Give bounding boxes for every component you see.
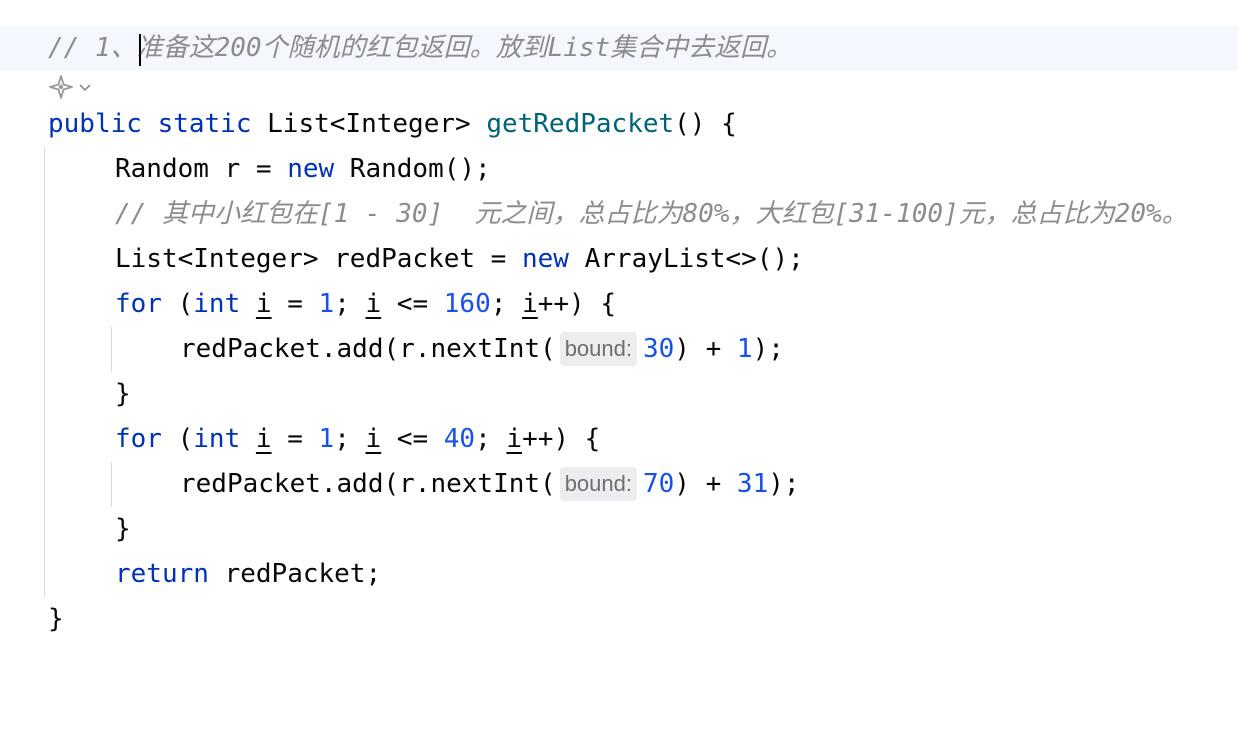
add-statement: redPacket.add(r.nextInt(bound:30) + 1); — [180, 327, 784, 372]
number-literal: 1 — [736, 334, 753, 364]
number-literal: 1 — [318, 424, 335, 454]
semicolon: ; — [334, 289, 366, 319]
loop-variable: i — [255, 424, 272, 454]
return-keyword: return — [115, 559, 209, 589]
closing-brace: } — [115, 379, 131, 409]
semicolon: ; — [475, 424, 507, 454]
loop-variable: i — [255, 289, 272, 319]
int-keyword: int — [193, 424, 241, 454]
for-loop-header: for (int i = 1; i <= 40; i++) { — [115, 417, 600, 462]
code-line-add-2[interactable]: redPacket.add(r.nextInt(bound:70) + 31); — [0, 462, 1238, 507]
random-type: Random r = — [115, 154, 288, 184]
loop-variable: i — [365, 289, 382, 319]
increment: ++) { — [522, 424, 601, 454]
indent-guide — [44, 147, 45, 597]
paren-open: ( — [161, 424, 194, 454]
statement-end: ); — [768, 469, 800, 499]
code-line-list-decl[interactable]: List<Integer> redPacket = new ArrayList<… — [0, 237, 1238, 282]
number-literal: 30 — [642, 334, 675, 364]
return-type: List<Integer> — [267, 109, 487, 139]
closing-brace: } — [115, 514, 131, 544]
code-line-random-decl[interactable]: Random r = new Random(); — [0, 147, 1238, 192]
semicolon: ; — [490, 289, 523, 319]
method-signature: public static List<Integer> getRedPacket… — [48, 102, 737, 147]
indent-guide — [111, 327, 112, 372]
statement-end: ); — [752, 334, 784, 364]
number-literal: 40 — [443, 424, 476, 454]
chevron-down-icon[interactable] — [78, 80, 92, 94]
add-call: redPacket.add(r.nextInt( — [180, 334, 556, 364]
for-keyword: for — [115, 424, 162, 454]
increment: ++) { — [537, 289, 616, 319]
ai-sparkle-icon — [49, 75, 73, 99]
list-type: List<Integer> redPacket = — [115, 244, 522, 274]
code-line-for-1[interactable]: for (int i = 1; i <= 160; i++) { — [0, 282, 1238, 327]
code-vision-widget[interactable] — [48, 72, 92, 102]
closing-brace: } — [48, 604, 64, 634]
number-literal: 1 — [318, 289, 335, 319]
code-line-close-for-2[interactable]: } — [0, 507, 1238, 552]
number-literal: 70 — [642, 469, 675, 499]
code-line-comment-2[interactable]: // 其中小红包在[1 - 30] 元之间，总占比为80%，大红包[31-100… — [0, 192, 1238, 237]
plus-op: ) + — [674, 334, 737, 364]
paren-open: ( — [161, 289, 194, 319]
indent-guide — [111, 462, 112, 507]
parameter-hint: bound: — [559, 467, 637, 501]
for-keyword: for — [115, 289, 162, 319]
code-line-signature[interactable]: public static List<Integer> getRedPacket… — [0, 102, 1238, 147]
return-value: redPacket; — [208, 559, 382, 589]
arraylist-ctor: ArrayList<>(); — [568, 244, 804, 274]
code-line-for-2[interactable]: for (int i = 1; i <= 40; i++) { — [0, 417, 1238, 462]
int-keyword: int — [193, 289, 241, 319]
loop-variable: i — [522, 289, 538, 319]
semicolon: ; — [334, 424, 366, 454]
method-name: getRedPacket — [486, 109, 675, 139]
for-loop-header: for (int i = 1; i <= 160; i++) { — [115, 282, 616, 327]
list-declaration: List<Integer> redPacket = new ArrayList<… — [115, 237, 804, 282]
loop-variable: i — [365, 424, 382, 454]
text-caret — [139, 34, 141, 66]
assign-op: = — [271, 289, 319, 319]
code-line-comment-1[interactable]: // 1、准备这200个随机的红包返回。放到List集合中去返回。 — [0, 26, 1238, 71]
parameter-hint: bound: — [559, 332, 637, 366]
new-keyword: new — [287, 154, 335, 184]
assign-op: = — [271, 424, 319, 454]
random-declaration: Random r = new Random(); — [115, 147, 491, 192]
compare-op: <= — [381, 424, 444, 454]
return-statement: return redPacket; — [115, 552, 381, 597]
code-editor[interactable]: // 1、准备这200个随机的红包返回。放到List集合中去返回。 public… — [0, 0, 1238, 638]
loop-variable: i — [506, 424, 523, 454]
code-line-close-for-1[interactable]: } — [0, 372, 1238, 417]
plus-op: ) + — [674, 469, 737, 499]
number-literal: 31 — [736, 469, 769, 499]
add-call: redPacket.add(r.nextInt( — [180, 469, 556, 499]
code-line-return[interactable]: return redPacket; — [0, 552, 1238, 597]
random-ctor: Random(); — [334, 154, 491, 184]
code-line-close-method[interactable]: } — [0, 597, 1238, 642]
new-keyword: new — [522, 244, 569, 274]
number-literal: 160 — [443, 289, 491, 319]
comment-text: // 1、准备这200个随机的红包返回。放到List集合中去返回。 — [48, 33, 793, 63]
add-statement: redPacket.add(r.nextInt(bound:70) + 31); — [180, 462, 800, 507]
compare-op: <= — [381, 289, 444, 319]
comment-text: // 其中小红包在[1 - 30] 元之间，总占比为80%，大红包[31-100… — [115, 199, 1188, 229]
signature-tail: () { — [674, 109, 737, 139]
code-line-add-1[interactable]: redPacket.add(r.nextInt(bound:30) + 1); — [0, 327, 1238, 372]
modifiers-keyword: public static — [48, 109, 268, 139]
